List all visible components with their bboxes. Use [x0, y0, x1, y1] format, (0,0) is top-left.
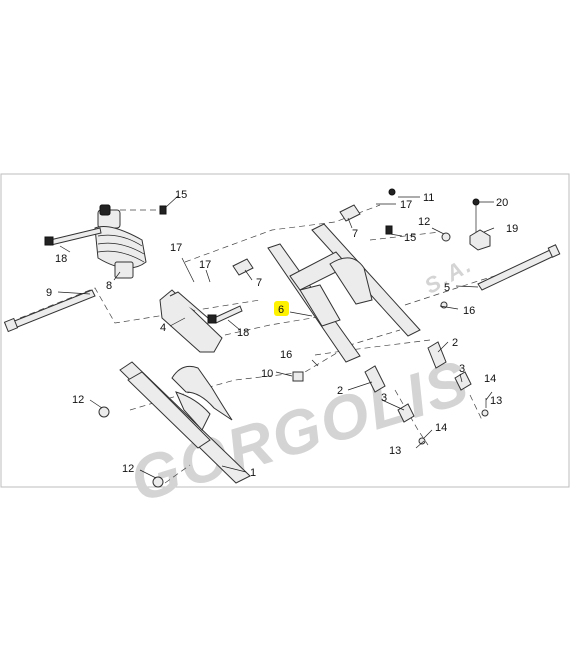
callout-17: 17	[199, 259, 211, 271]
callout-8: 8	[106, 280, 112, 292]
callout-10: 10	[261, 368, 273, 380]
callout-1: 1	[250, 467, 256, 479]
callout-15: 15	[175, 189, 187, 201]
callout-16: 16	[463, 305, 475, 317]
callout-6: 6	[278, 304, 284, 316]
callout-17: 17	[170, 242, 182, 254]
callout-14: 14	[484, 373, 496, 385]
callout-13: 13	[389, 445, 401, 457]
part-rear-shock	[94, 204, 147, 279]
callout-12: 12	[72, 394, 84, 406]
callout-11: 11	[423, 192, 434, 204]
callout-7: 7	[256, 277, 262, 289]
part-bushings	[232, 204, 361, 276]
callout-13: 13	[490, 395, 502, 407]
callout-2: 2	[337, 385, 343, 397]
part-swingarm	[267, 223, 421, 363]
callout-14: 14	[435, 422, 447, 434]
callout-7: 7	[352, 228, 358, 240]
part-rear-axle	[477, 244, 561, 291]
callout-15: 15	[404, 232, 416, 244]
callout-18: 18	[55, 253, 67, 265]
callout-labels: 1 2 2 3 3 4 5 6 7 7 8 9 10 11 12 12 12 1…	[46, 189, 518, 479]
callout-3: 3	[459, 363, 465, 375]
callout-3: 3	[381, 392, 387, 404]
part-chain-adjusters	[364, 341, 472, 423]
callout-leaders	[57, 195, 495, 479]
diagram-border	[0, 173, 570, 488]
callout-9: 9	[46, 287, 52, 299]
callout-20: 20	[496, 197, 508, 209]
part-bolts-18	[44, 227, 243, 324]
callout-5: 5	[444, 282, 450, 294]
part-hardware	[98, 188, 489, 488]
callout-12: 12	[418, 216, 430, 228]
part-chain-slider	[159, 289, 223, 353]
callout-16: 16	[280, 349, 292, 361]
part-chain-guard	[119, 361, 251, 484]
callout-12: 12	[122, 463, 134, 475]
callout-18: 18	[237, 327, 249, 339]
callout-highlight	[274, 301, 289, 316]
part-axle-bolt	[3, 289, 96, 333]
callout-4: 4	[160, 322, 166, 334]
callout-2: 2	[452, 337, 458, 349]
callout-17: 17	[400, 199, 412, 211]
callout-19: 19	[506, 223, 518, 235]
